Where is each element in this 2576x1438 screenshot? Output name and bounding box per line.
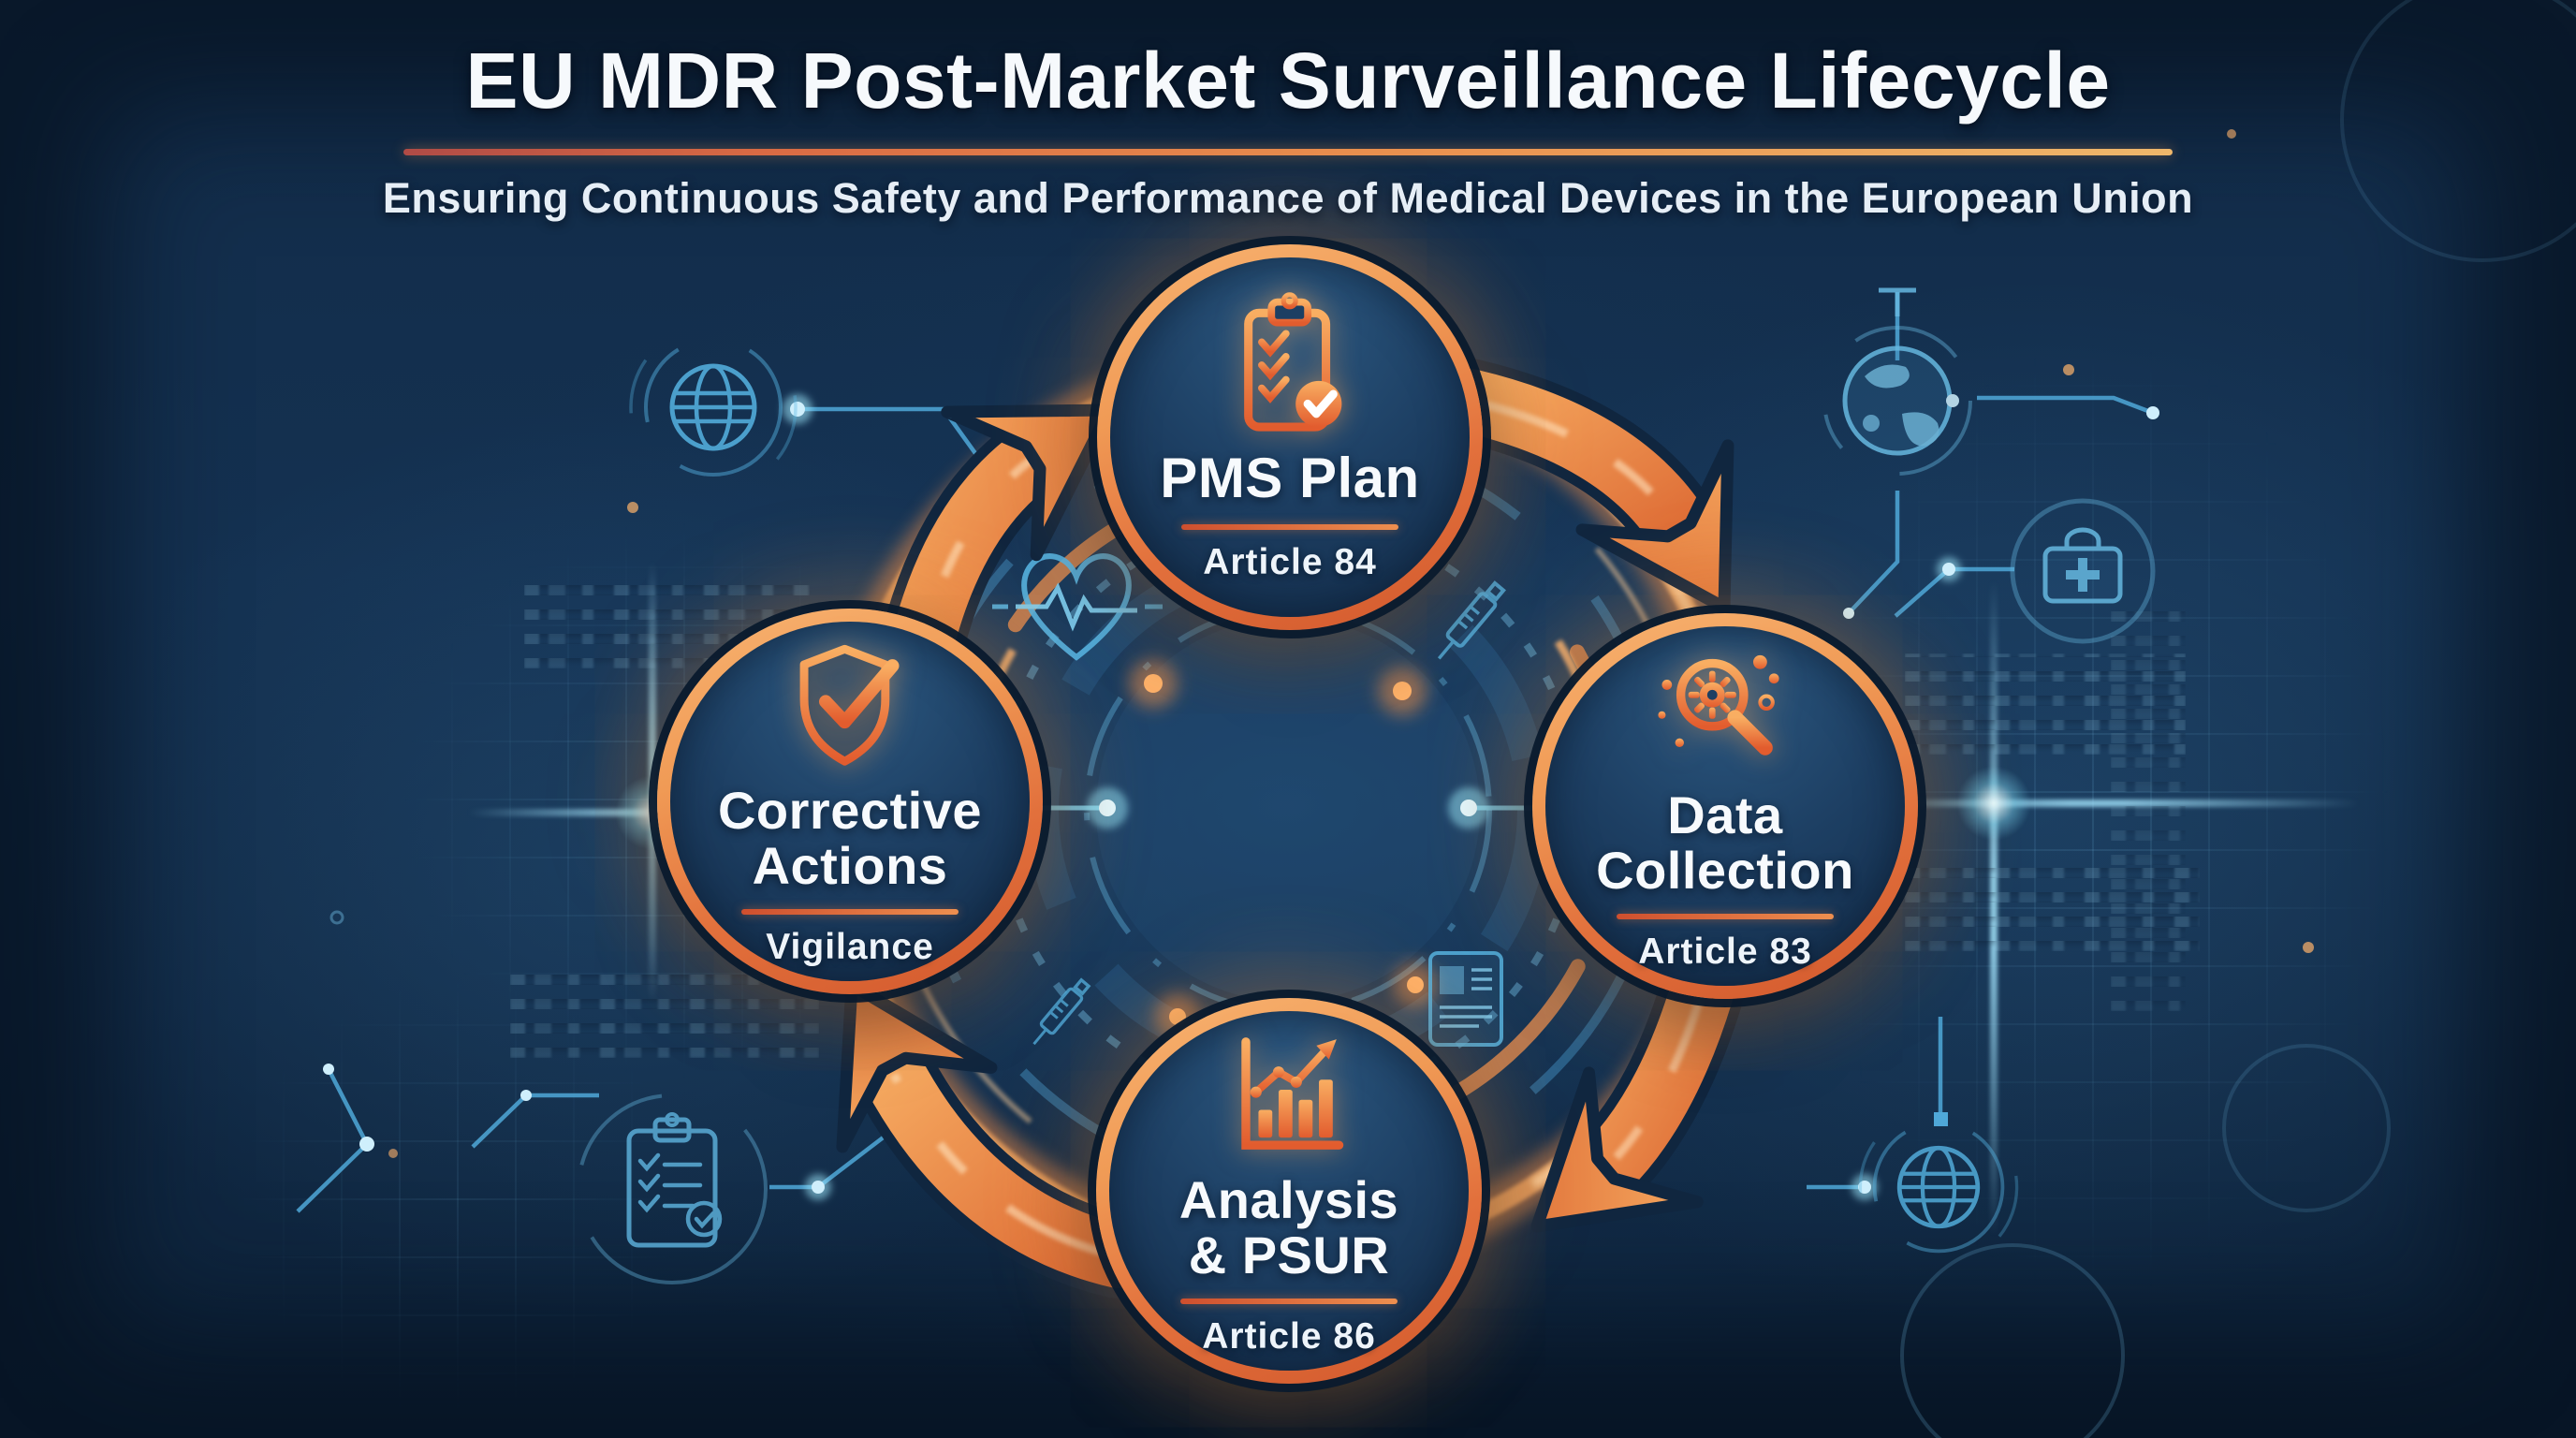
arrow-pms-to-data [1427,359,1734,614]
data-noise-column [2111,609,2186,1011]
tablet-report-icon [1428,951,1503,1047]
data-noise-block [510,972,819,1058]
stage-analysis-psur-body: Analysis & PSUR Article 86 [1109,1011,1469,1371]
earth-globe-icon [1822,287,1972,476]
globe-wireframe-icon [1860,1108,2016,1265]
data-noise-block [1905,653,2186,755]
clipboard-checklist-icon [577,1093,768,1284]
magnifier-gear-icon [1658,654,1779,756]
orange-glow-dots [388,129,2314,1158]
stage-title: Data Collection [1596,785,1854,900]
stage-title: Corrective Actions [717,780,983,895]
stage-pms-plan: PMS Plan Article 84 [1097,244,1483,630]
page-subtitle: Ensuring Continuous Safety and Performan… [382,174,2194,222]
grid-panel-bottom-left [225,964,693,1432]
arrow-data-to-analysis [1530,950,1744,1233]
trend-chart-icon [1241,1036,1344,1150]
stage-divider [741,909,959,916]
title-underline [403,149,2173,155]
glow-core-right [1942,752,2045,855]
faint-circles [329,0,2576,1438]
stage-analysis-psur: Analysis & PSUR Article 86 [1096,998,1482,1384]
shield-check-icon [800,644,900,766]
heart-pulse-icon [992,553,1163,661]
arrow-analysis-to-corrective [836,978,1161,1299]
stage-divider [1617,914,1834,920]
medical-kit-icon [2010,498,2156,644]
glow-beam-vertical-right [1990,580,1998,1236]
stage-title: PMS Plan [1160,447,1420,510]
stage-title: Analysis & PSUR [1178,1169,1399,1284]
stage-pms-plan-body: PMS Plan Article 84 [1110,257,1470,617]
globe-wireframe-icon [631,325,796,490]
stage-subtitle: Vigilance [766,927,934,968]
stage-data-collection-body: Data Collection Article 83 [1545,626,1905,986]
data-noise-block [1905,859,2200,951]
stage-divider [1181,523,1398,530]
stage-data-collection: Data Collection Article 83 [1532,613,1918,999]
stage-corrective-actions: Corrective Actions Vigilance [657,609,1043,994]
stage-subtitle: Article 83 [1638,932,1812,973]
glow-beam-horizontal-right [1835,800,2359,807]
page-title: EU MDR Post-Market Surveillance Lifecycl… [465,37,2111,125]
header: EU MDR Post-Market Surveillance Lifecycl… [0,36,2576,223]
clipboard-checklist-icon [1244,292,1342,432]
stage-corrective-actions-body: Corrective Actions Vigilance [670,622,1030,981]
stage-divider [1180,1299,1398,1305]
stage-subtitle: Article 86 [1202,1316,1376,1357]
stage-subtitle: Article 84 [1203,541,1377,582]
